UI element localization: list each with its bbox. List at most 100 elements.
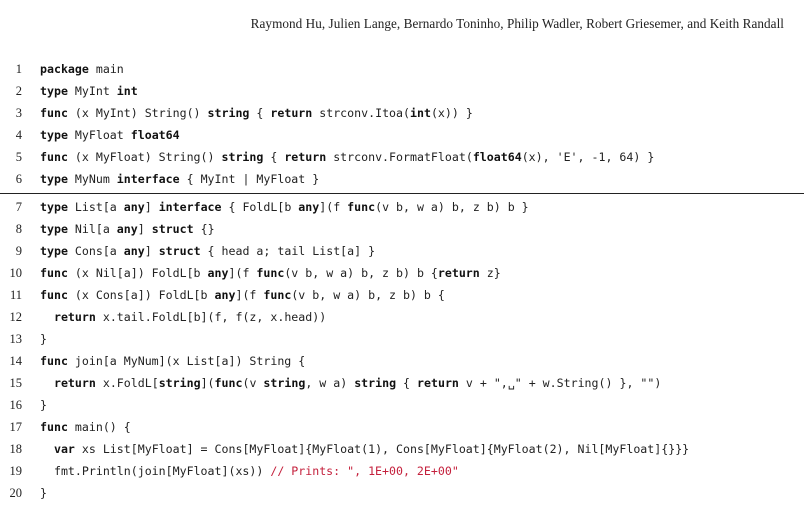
code-token: MyInt [67,84,117,98]
code-token: x.FoldL[ [95,376,159,390]
code-text: } [40,482,47,504]
code-line: 18 var xs List[MyFloat] = Cons[MyFloat]{… [0,438,804,460]
code-token: (x Nil[a]) FoldL[b [67,266,208,280]
code-token [40,376,54,390]
code-token: (x), 'E', -1, 64) } [521,150,655,164]
code-token: ] [137,222,152,236]
code-token: v + ",␣" + w.String() }, "") [458,376,662,390]
code-token: { FoldL[b [221,200,299,214]
keyword: interface [116,172,180,186]
line-number: 8 [15,222,22,236]
keyword: type [40,222,68,236]
code-token: ]( [200,376,215,390]
code-token: z} [479,266,501,280]
code-text: func (x MyInt) String() string { return … [40,102,473,124]
line-number: 16 [9,398,23,412]
code-text: func (x Nil[a]) FoldL[b any](f func(v b,… [40,262,501,284]
line-number: 7 [15,200,22,214]
code-token: { [396,376,418,390]
code-token: { MyInt | MyFloat } [179,172,320,186]
code-token [40,310,54,324]
code-token: MyNum [67,172,117,186]
code-line: 5 func (x MyFloat) String() string { retu… [0,146,804,168]
keyword: func [256,266,285,280]
keyword: struct [158,244,201,258]
code-token: fmt.Println(join[MyFloat](xs)) [40,464,271,478]
keyword: int [116,84,138,98]
keyword: string [354,376,397,390]
line-number: 18 [9,442,23,456]
code-token: {} [193,222,215,236]
keyword: func [263,288,292,302]
code-text: type MyInt int [40,80,138,102]
keyword: func [214,376,243,390]
code-token: (v b, w a) b, z b) b { [284,266,438,280]
code-token: (v b, w a) b, z b) b } [375,200,529,214]
code-token: } [40,398,47,412]
code-token: ](f [235,288,264,302]
code-text: type Nil[a any] struct {} [40,218,215,240]
code-comment: // Prints: ", 1E+00, 2E+00" [270,464,459,478]
code-text: fmt.Println(join[MyFloat](xs)) // Prints… [40,460,459,482]
code-token: main [88,62,124,76]
line-number: 15 [9,376,23,390]
code-text: return x.tail.FoldL[b](f, f(z, x.head)) [40,306,326,328]
code-token: (x)) } [430,106,473,120]
code-token: , w a) [305,376,355,390]
code-token: strconv.Itoa( [312,106,410,120]
code-line: 13} [0,328,804,350]
code-token: ] [144,244,159,258]
code-text: } [40,328,47,350]
line-number: 3 [15,106,22,120]
code-text: type List[a any] interface { FoldL[b any… [40,196,529,218]
keyword: any [116,222,138,236]
line-number: 6 [15,172,22,186]
code-token: MyFloat [67,128,131,142]
keyword: int [410,106,431,120]
code-line: 7 type List[a any] interface { FoldL[b an… [0,196,804,218]
keyword: any [298,200,320,214]
line-number: 5 [15,150,22,164]
keyword: func [40,420,68,434]
keyword: return [284,150,327,164]
line-number: 17 [9,420,23,434]
keyword: any [123,200,145,214]
code-text: func main() { [40,416,131,438]
code-text: } [40,394,47,416]
code-token: (v [242,376,264,390]
keyword: any [214,288,236,302]
code-token: Nil[a [67,222,117,236]
code-token: (v b, w a) b, z b) b { [291,288,445,302]
keyword: func [40,288,68,302]
keyword: string [263,376,306,390]
code-text: func (x MyFloat) String() string { retur… [40,146,654,168]
line-number: 2 [15,84,22,98]
code-token: { [263,150,285,164]
code-text: return x.FoldL[string](func(v string, w … [40,372,661,394]
code-token: main() { [67,420,131,434]
code-text: type MyNum interface { MyInt | MyFloat } [40,168,319,190]
code-line: 3 func (x MyInt) String() string { return… [0,102,804,124]
keyword: func [40,354,68,368]
keyword: interface [158,200,222,214]
keyword: float64 [130,128,180,142]
code-text: package main [40,58,124,80]
keyword: type [40,200,68,214]
code-token: List[a [67,200,124,214]
line-number: 14 [9,354,23,368]
code-block-generics: 7 type List[a any] interface { FoldL[b an… [0,196,804,504]
code-token: } [40,486,47,500]
code-line: 16} [0,394,804,416]
code-text: type Cons[a any] struct { head a; tail L… [40,240,375,262]
code-token [40,442,54,456]
code-line: 15 return x.FoldL[string](func(v string,… [0,372,804,394]
line-number: 20 [9,486,23,500]
listing-divider [0,190,804,196]
line-number: 13 [9,332,23,346]
keyword: func [347,200,376,214]
